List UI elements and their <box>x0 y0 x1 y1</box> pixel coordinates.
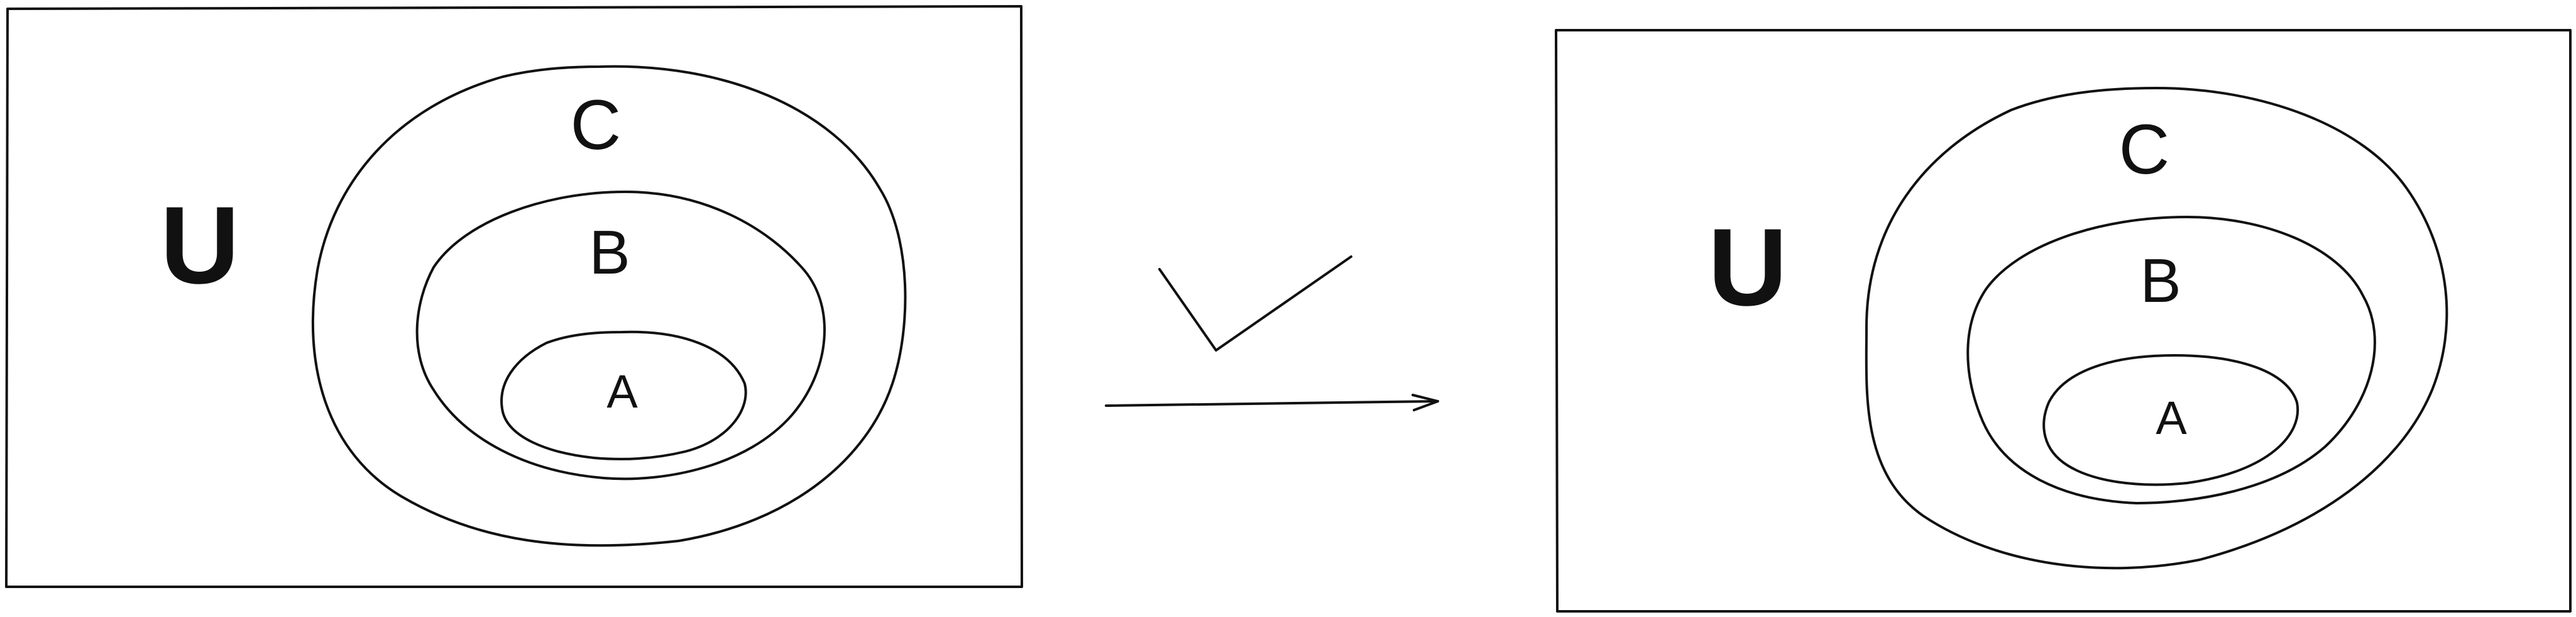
left-set-c-ellipse <box>311 65 907 547</box>
right-panel: U C B A <box>1555 29 2572 613</box>
left-set-c-label: C <box>571 86 622 164</box>
right-arrow-icon <box>1105 400 1437 407</box>
arrow-head-icon <box>1411 394 1439 411</box>
left-set-a-label: A <box>606 365 638 418</box>
right-set-b-ellipse <box>1966 216 2376 504</box>
implication-symbol <box>1105 255 1439 411</box>
left-universe-label: U <box>160 184 239 307</box>
right-set-b-label: B <box>2140 246 2181 315</box>
right-universe-label: U <box>1708 206 1787 329</box>
right-set-a-ellipse <box>2042 354 2299 486</box>
left-set-a-ellipse <box>500 330 747 460</box>
left-universe-rectangle <box>5 5 1023 588</box>
right-universe-rectangle <box>1555 29 2572 613</box>
right-set-a-label: A <box>2156 392 2187 444</box>
checkmark-icon <box>1158 255 1352 352</box>
left-set-b-label: B <box>589 218 630 287</box>
left-set-b-ellipse <box>415 191 826 481</box>
right-set-c-label: C <box>2119 110 2170 189</box>
left-panel: U C B A <box>5 5 1023 588</box>
right-set-c-ellipse <box>1865 87 2448 570</box>
